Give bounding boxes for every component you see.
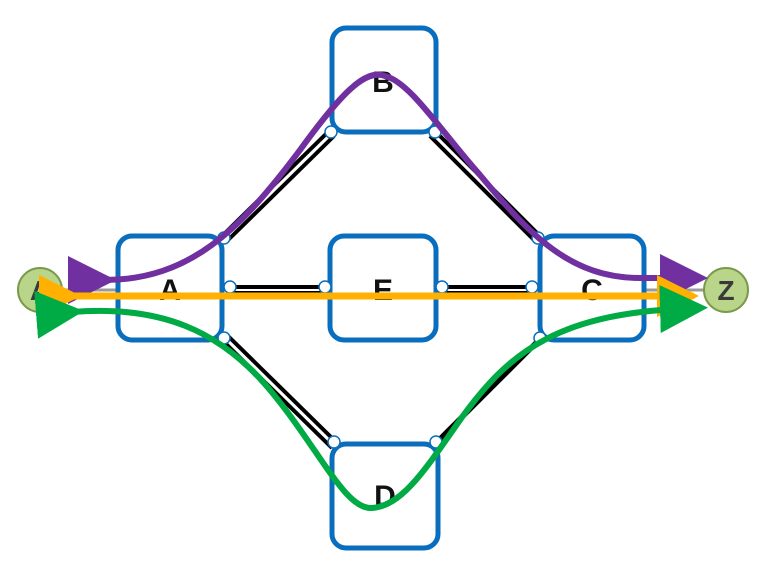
port-icon	[435, 280, 449, 294]
port-icon	[327, 435, 341, 449]
endpoint-z-label: Z	[717, 275, 734, 306]
endpoint-a-label: A	[30, 275, 50, 306]
node-e-label: E	[373, 274, 393, 307]
link-a-d	[220, 332, 338, 450]
port-icon	[324, 125, 338, 139]
node-b-label: B	[372, 66, 394, 99]
node-b-box[interactable]	[329, 25, 439, 135]
link-a-e	[232, 285, 328, 295]
path-via-d	[34, 285, 708, 511]
node-a-label: A	[159, 274, 181, 307]
port-icon	[318, 280, 332, 294]
node-c-label: C	[581, 274, 603, 307]
node-d-box[interactable]	[329, 441, 441, 551]
port-icon	[223, 280, 237, 294]
link-e-c	[440, 285, 532, 295]
endpoint-z[interactable]: Z	[703, 267, 749, 313]
endpoint-a[interactable]: A	[17, 267, 63, 313]
port-icon	[525, 280, 539, 294]
path-via-b	[67, 71, 708, 305]
paths	[34, 71, 708, 511]
